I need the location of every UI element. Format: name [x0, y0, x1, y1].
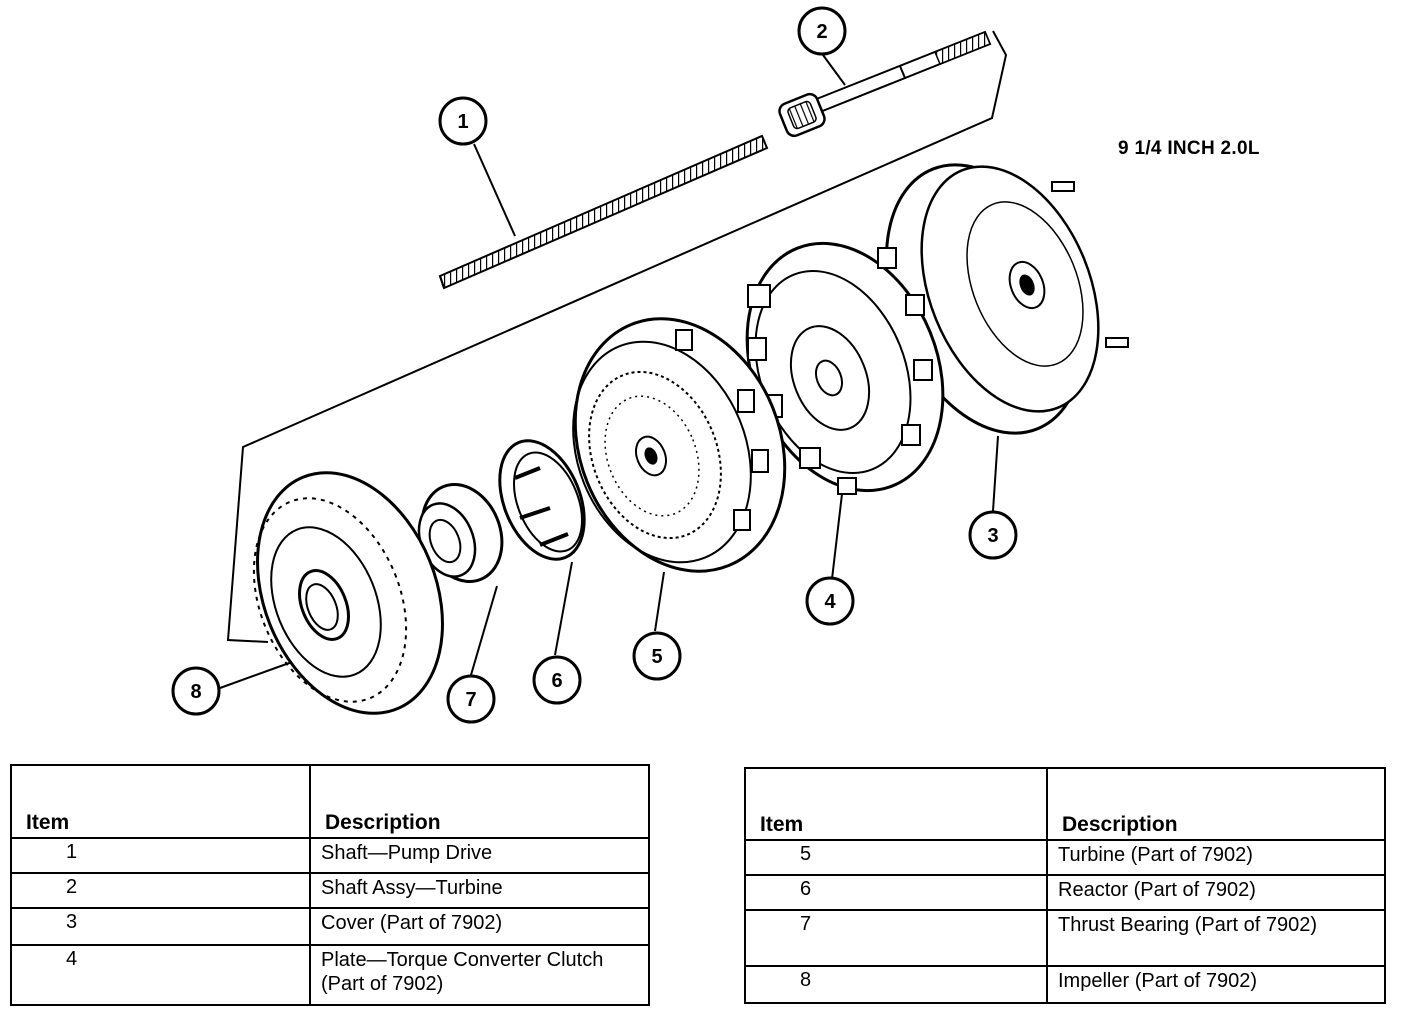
callout-1: 1	[438, 96, 488, 146]
row-description: Plate—Torque Converter Clutch (Part of 7…	[309, 944, 650, 1006]
svg-text:4: 4	[824, 591, 836, 613]
row-description: Shaft Assy—Turbine	[309, 872, 650, 909]
table-header-row: Item Description	[744, 767, 1386, 841]
turbine-shaft-assembly	[778, 30, 992, 138]
header-item: Item	[10, 764, 311, 839]
svg-text:3: 3	[987, 525, 998, 547]
parts-table-right: Item Description 5 Turbine (Part of 7902…	[744, 767, 1386, 1004]
row-item: 4	[10, 944, 311, 1006]
table-row: 2 Shaft Assy—Turbine	[10, 872, 650, 909]
diagram-title: 9 1/4 INCH 2.0L	[1118, 138, 1260, 159]
parts-table-left: Item Description 1 Shaft—Pump Drive 2 Sh…	[10, 764, 650, 1006]
turbine	[572, 317, 787, 573]
row-description: Shaft—Pump Drive	[309, 837, 650, 874]
table-row: 3 Cover (Part of 7902)	[10, 907, 650, 946]
svg-text:6: 6	[551, 670, 562, 692]
row-item: 6	[744, 874, 1048, 911]
callout-4: 4	[805, 576, 855, 626]
exploded-view-diagram: 1 2 3 4 5 6 7 8	[171, 6, 1129, 724]
row-item: 5	[744, 839, 1048, 876]
row-item: 3	[10, 907, 311, 946]
row-description: Turbine (Part of 7902)	[1046, 839, 1386, 876]
table-row: 7 Thrust Bearing (Part of 7902)	[744, 909, 1386, 967]
callout-6: 6	[532, 655, 582, 705]
callout-3: 3	[968, 510, 1018, 560]
header-description: Description	[309, 764, 650, 839]
row-description: Thrust Bearing (Part of 7902)	[1046, 909, 1386, 967]
callout-8: 8	[171, 666, 221, 716]
assembly-bracket-line	[226, 30, 1008, 643]
row-description: Impeller (Part of 7902)	[1046, 965, 1386, 1004]
table-row: 5 Turbine (Part of 7902)	[744, 839, 1386, 876]
callout-2: 2	[797, 6, 847, 56]
row-item: 8	[744, 965, 1048, 1004]
pump-drive-shaft	[438, 134, 769, 290]
reactor	[498, 439, 586, 561]
table-row: 4 Plate—Torque Converter Clutch (Part of…	[10, 944, 650, 1006]
thrust-bearing	[417, 483, 504, 583]
row-item: 1	[10, 837, 311, 874]
svg-text:7: 7	[465, 689, 476, 711]
table-row: 1 Shaft—Pump Drive	[10, 837, 650, 874]
leader-lines	[219, 54, 999, 689]
svg-text:1: 1	[457, 111, 468, 133]
table-header-row: Item Description	[10, 764, 650, 839]
callout-7: 7	[446, 674, 496, 724]
header-item: Item	[744, 767, 1048, 841]
svg-text:2: 2	[816, 21, 827, 43]
header-description: Description	[1046, 767, 1386, 841]
row-description: Reactor (Part of 7902)	[1046, 874, 1386, 911]
row-item: 7	[744, 909, 1048, 967]
svg-text:5: 5	[651, 646, 662, 668]
impeller	[252, 471, 444, 715]
row-description: Cover (Part of 7902)	[309, 907, 650, 946]
svg-text:8: 8	[190, 681, 201, 703]
row-item: 2	[10, 872, 311, 909]
table-row: 8 Impeller (Part of 7902)	[744, 965, 1386, 1004]
callout-5: 5	[632, 631, 682, 681]
converter-cover	[884, 163, 1129, 435]
table-row: 6 Reactor (Part of 7902)	[744, 874, 1386, 911]
